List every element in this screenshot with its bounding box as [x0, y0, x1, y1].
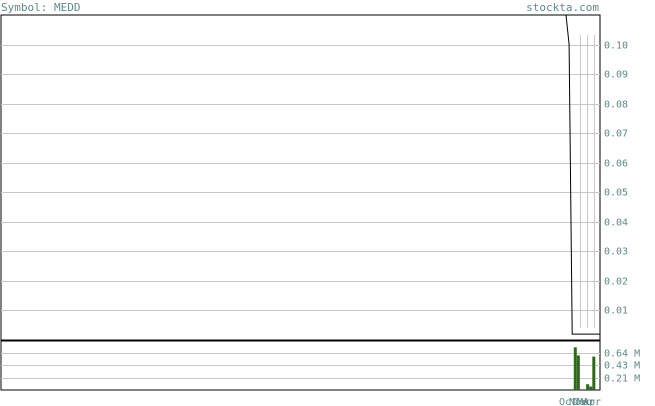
volume-bar	[573, 347, 577, 390]
x-tick-label: Dec	[573, 397, 591, 406]
price-series-line	[565, 14, 600, 335]
price-tick-label: 0.01	[604, 306, 628, 317]
price-tick-label: 0.08	[604, 100, 628, 111]
price-tick-label: 0.03	[604, 247, 628, 258]
site-label: stockta.com	[526, 1, 599, 14]
volume-bar	[589, 386, 593, 390]
price-tick-label: 0.09	[604, 70, 628, 81]
price-tick-label: 0.07	[604, 129, 628, 140]
x-tick-label: Nov	[569, 397, 587, 406]
price-tick-label: 0.05	[604, 188, 628, 199]
volume-bar	[576, 355, 580, 390]
x-tick-label: Mar	[577, 397, 595, 406]
x-tick-label: Oct	[559, 397, 577, 406]
volume-tick-label: 0.21 M	[604, 374, 640, 385]
volume-bar	[586, 384, 590, 390]
volume-tick-label: 0.43 M	[604, 361, 640, 372]
symbol-label: Symbol: MEDD	[1, 1, 81, 14]
price-tick-label: 0.02	[604, 277, 628, 288]
price-tick-label: 0.10	[604, 41, 628, 52]
x-tick-label: Apr	[583, 397, 601, 406]
volume-tick-label: 0.64 M	[604, 349, 640, 360]
price-panel-frame	[0, 14, 601, 341]
price-tick-label: 0.06	[604, 159, 628, 170]
price-tick-label: 0.04	[604, 218, 628, 229]
volume-bar	[592, 356, 596, 390]
